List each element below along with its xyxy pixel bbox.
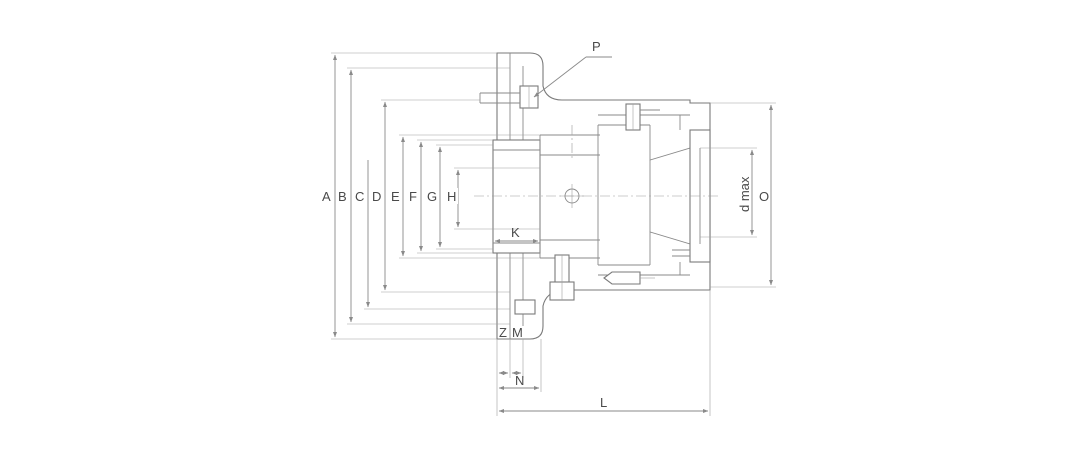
chuck-body xyxy=(474,52,720,340)
right-dimensions: d max O xyxy=(700,102,776,288)
label-L: L xyxy=(600,395,607,410)
label-dmax: d max xyxy=(737,176,752,212)
z-m-n-dimensions: Z M N xyxy=(496,325,542,392)
label-G: G xyxy=(427,189,437,204)
p-leader: P xyxy=(533,39,612,98)
label-N: N xyxy=(515,373,524,388)
diameter-dimensions: A B C D E F G H xyxy=(321,52,540,340)
label-P: P xyxy=(592,39,601,54)
label-C: C xyxy=(355,189,364,204)
label-Z: Z xyxy=(499,325,507,340)
label-D: D xyxy=(372,189,381,204)
label-H: H xyxy=(447,189,456,204)
label-A: A xyxy=(322,189,331,204)
label-B: B xyxy=(338,189,347,204)
label-K: K xyxy=(511,225,520,240)
label-M: M xyxy=(512,325,523,340)
label-O: O xyxy=(759,189,769,204)
label-E: E xyxy=(391,189,400,204)
k-dimension: K xyxy=(494,225,539,244)
l-dimension: L xyxy=(496,290,711,416)
label-F: F xyxy=(409,189,417,204)
